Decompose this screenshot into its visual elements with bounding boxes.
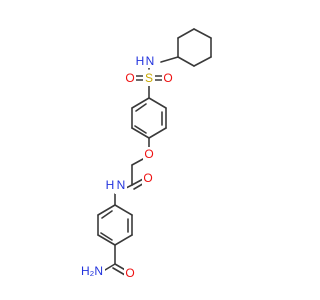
- carboxamide-nh2-label: H₂N: [81, 264, 103, 278]
- bond: [97, 234, 116, 246]
- bond: [101, 210, 113, 219]
- bond: [100, 232, 113, 241]
- amide-n-label: N: [117, 178, 126, 192]
- bond: [177, 28, 195, 39]
- bond: [114, 204, 133, 216]
- bond: [134, 125, 147, 134]
- sulfur-label: S: [145, 71, 153, 85]
- bond: [114, 234, 133, 246]
- bond: [193, 56, 212, 67]
- bond: [131, 158, 144, 166]
- atom-label-layer: N H S O O O N H O O H₂N: [79, 54, 174, 281]
- bond: [131, 127, 150, 139]
- ether-o-label: O: [144, 147, 153, 161]
- sulfonyl-o-right-label: O: [163, 71, 172, 85]
- carboxamide-o-label: O: [125, 266, 134, 280]
- bond: [160, 56, 179, 63]
- molecule-structure-diagram: N H S O O O N H O O H₂N: [79, 28, 212, 281]
- carbonyl-o-label: O: [143, 171, 152, 185]
- bond: [104, 263, 116, 271]
- bond: [148, 97, 167, 109]
- bond: [97, 204, 116, 216]
- bond: [148, 127, 167, 139]
- amide-h-label: H: [106, 178, 115, 192]
- amine-n-label: N: [146, 54, 155, 68]
- bond: [135, 103, 147, 112]
- bond: [193, 28, 212, 39]
- amine-h-label: H: [136, 54, 145, 68]
- bond: [131, 97, 150, 109]
- bond: [177, 56, 195, 67]
- bond-layer: [97, 28, 212, 276]
- sulfonyl-o-left-label: O: [125, 71, 134, 85]
- bond: [112, 267, 126, 276]
